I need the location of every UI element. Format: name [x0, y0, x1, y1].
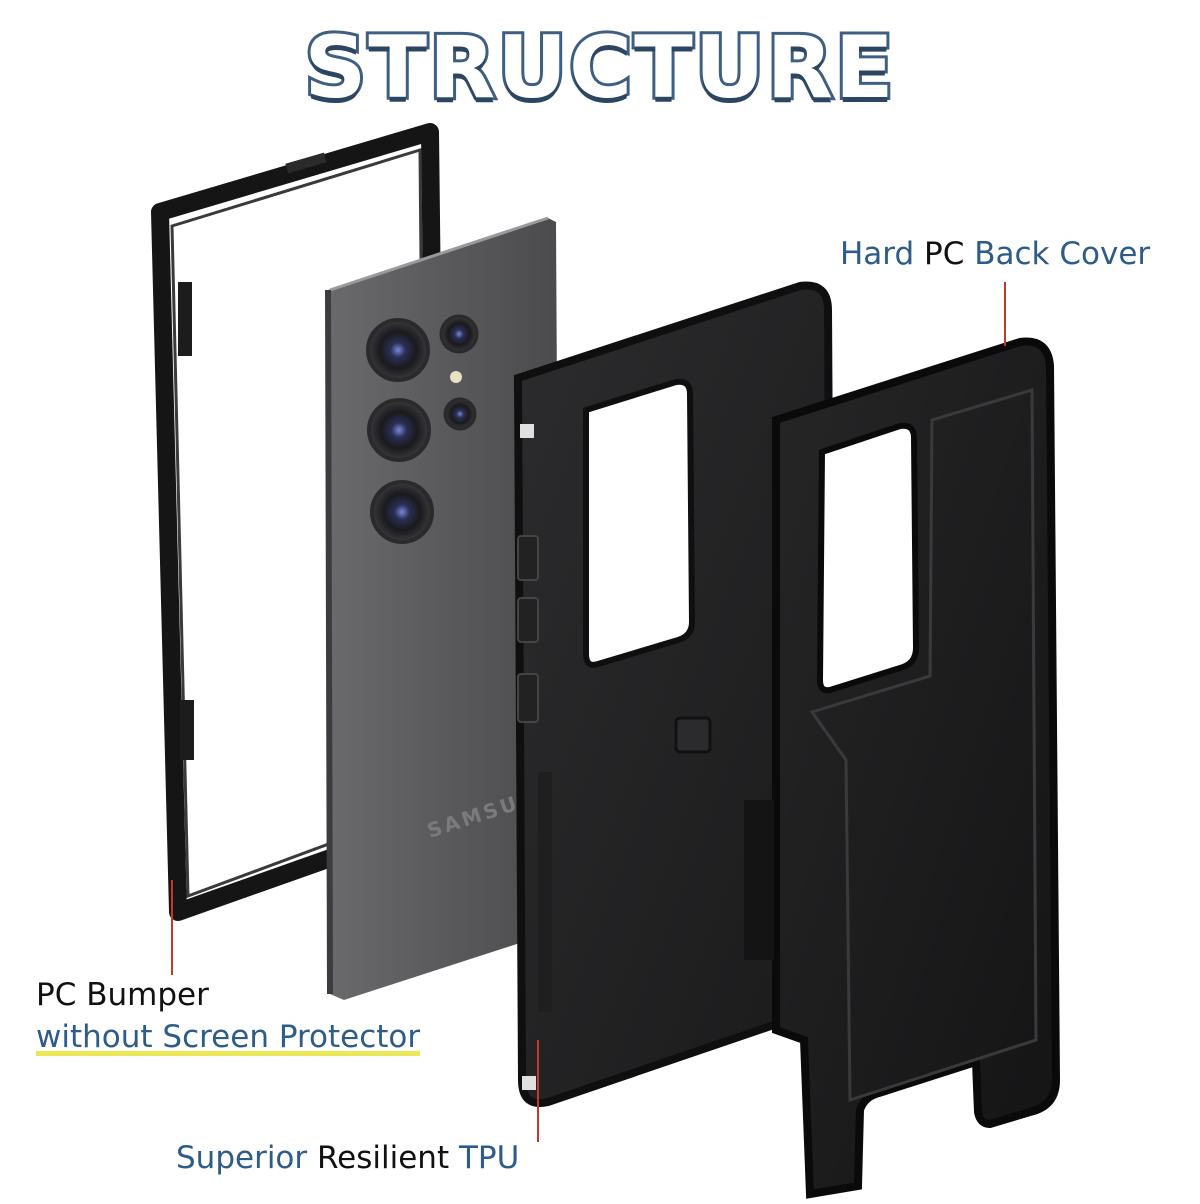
bumper-label-word2: Bumper [86, 977, 209, 1013]
bumper-label-line2: without Screen Protector [36, 1016, 421, 1058]
volume-down-button [517, 597, 539, 643]
camera-lens-5 [443, 397, 477, 431]
bumper-label-line2-text: without Screen Protector [36, 1019, 421, 1055]
power-button [517, 673, 539, 723]
bumper-label: PC Bumper without Screen Protector [36, 974, 421, 1058]
bumper-label-word1: PC [36, 977, 77, 1013]
tpu-camera-cutout [583, 378, 696, 668]
camera-module [366, 314, 479, 544]
back-cover-label-word1: Hard [840, 236, 915, 272]
tpu-label: Superior Resilient TPU [176, 1140, 519, 1176]
tpu-side-buttons [517, 535, 539, 723]
camera-lens-4 [439, 314, 479, 354]
camera-lens-3 [370, 480, 434, 544]
cover-camera-cutout [816, 422, 920, 694]
back-cover-label: Hard PC Back Cover [840, 236, 1150, 272]
tpu-center-square [674, 716, 712, 754]
camera-lens-1 [366, 318, 430, 382]
bumper-tab-bottom [180, 700, 194, 760]
tpu-corner-light-top [520, 424, 534, 438]
cover-side-clip [744, 800, 774, 960]
page-title: STRUCTURE [301, 15, 896, 121]
hard-pc-back-cover [744, 337, 1061, 1199]
tpu-label-word1: Superior [176, 1140, 308, 1176]
bumper-tab-top [178, 282, 192, 356]
camera-lens-2 [367, 398, 431, 462]
tpu-label-word2: Resilient [317, 1140, 450, 1176]
flash-icon [450, 371, 462, 383]
back-cover-label-word2: PC [924, 236, 965, 272]
tpu-corner-light-bottom [522, 1076, 536, 1090]
back-cover-label-word3: Back Cover [974, 236, 1151, 272]
volume-up-button [517, 535, 539, 581]
tpu-grip-strip [538, 772, 552, 1012]
tpu-label-word3: TPU [458, 1140, 520, 1176]
